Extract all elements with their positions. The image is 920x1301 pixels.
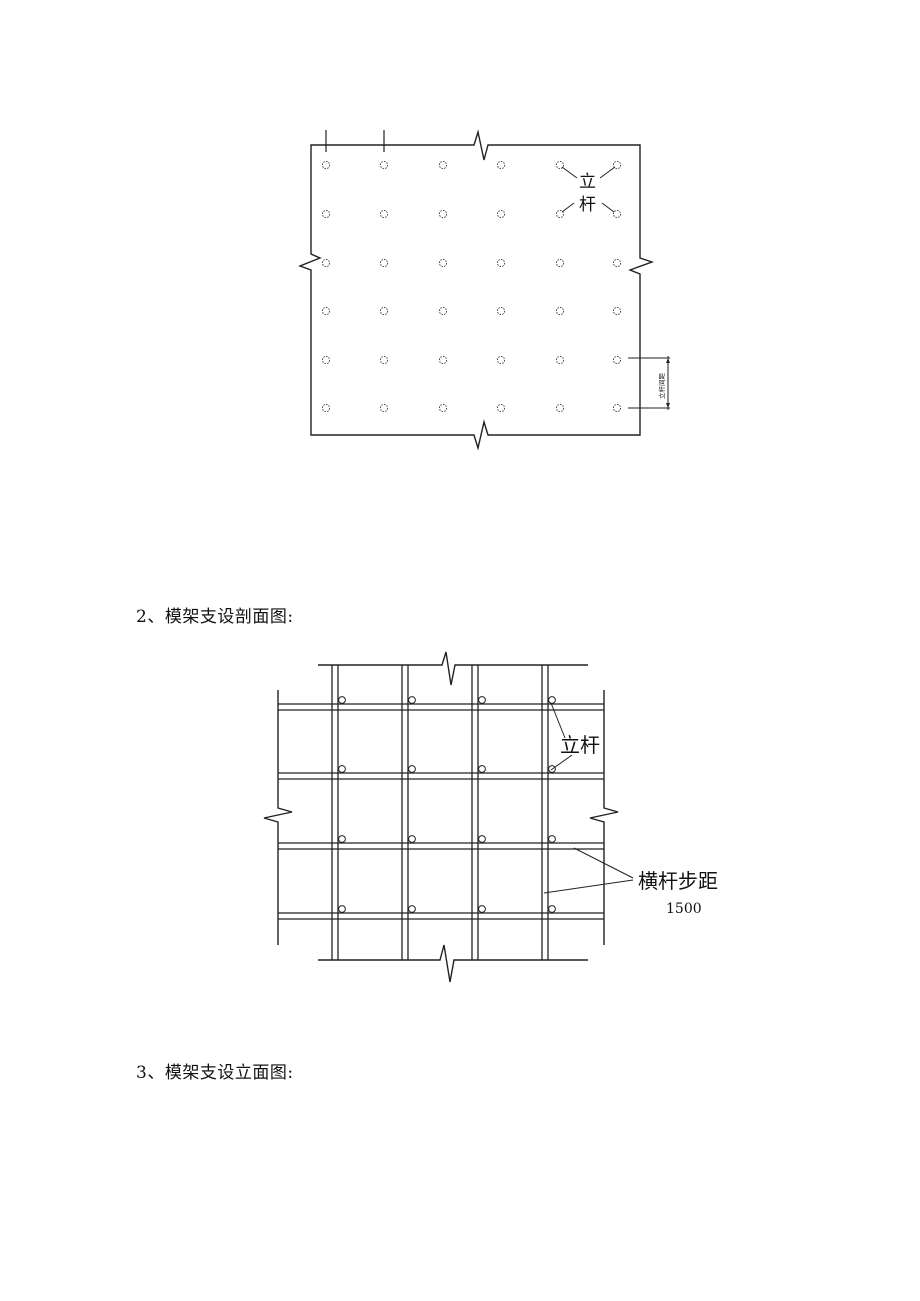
- coupler-icon: [338, 835, 346, 843]
- post-symbol-icon: [612, 355, 622, 365]
- post-symbol-icon: [438, 160, 448, 170]
- section-post-label: 立杆: [560, 733, 600, 757]
- coupler-icon: [478, 905, 486, 913]
- post-symbol-icon: [555, 403, 565, 413]
- section-view-drawing: 立杆 横杆步距 1500: [263, 651, 718, 983]
- post-symbol-icon: [321, 160, 331, 170]
- coupler-icon: [408, 905, 416, 913]
- post-symbol-icon: [496, 355, 506, 365]
- post-symbol-icon: [612, 160, 622, 170]
- coupler-icon: [408, 696, 416, 704]
- post-symbol-icon: [438, 209, 448, 219]
- post-symbol-icon: [555, 306, 565, 316]
- post-symbol-icon: [496, 403, 506, 413]
- coupler-icon: [548, 835, 556, 843]
- post-symbol-icon: [379, 258, 389, 268]
- post-symbol-icon: [379, 209, 389, 219]
- post-symbol-icon: [379, 160, 389, 170]
- coupler-icon: [478, 835, 486, 843]
- post-symbol-icon: [379, 306, 389, 316]
- post-symbol-icon: [496, 160, 506, 170]
- section-heading-3: 3、模架支设立面图:: [136, 1063, 294, 1083]
- coupler-icon: [338, 765, 346, 773]
- post-symbol-icon: [438, 258, 448, 268]
- section-heading-2: 2、模架支设剖面图:: [136, 607, 294, 627]
- post-symbol-icon: [496, 306, 506, 316]
- post-symbol-icon: [496, 258, 506, 268]
- section-step-label: 横杆步距: [638, 869, 718, 893]
- post-symbol-icon: [555, 209, 565, 219]
- post-symbol-icon: [612, 258, 622, 268]
- post-symbol-icon: [321, 306, 331, 316]
- coupler-icon: [408, 765, 416, 773]
- post-symbol-icon: [555, 258, 565, 268]
- coupler-icon: [408, 835, 416, 843]
- plan-post-label-line2: 杆: [579, 195, 596, 215]
- plan-dimension-label: 立杆间距: [657, 373, 666, 400]
- post-symbol-icon: [321, 403, 331, 413]
- post-symbol-icon: [438, 355, 448, 365]
- section-step-value: 1500: [666, 901, 702, 917]
- coupler-icon: [478, 765, 486, 773]
- post-symbol-icon: [438, 306, 448, 316]
- plan-post-label-line1: 立: [579, 172, 596, 192]
- coupler-icon: [548, 905, 556, 913]
- post-symbol-icon: [438, 403, 448, 413]
- post-symbol-icon: [612, 403, 622, 413]
- coupler-icon: [338, 696, 346, 704]
- post-symbol-icon: [612, 209, 622, 219]
- plan-view-drawing: 立 杆 立杆间距: [298, 129, 670, 451]
- post-symbol-icon: [321, 355, 331, 365]
- coupler-icon: [548, 696, 556, 704]
- post-symbol-icon: [612, 306, 622, 316]
- post-symbol-icon: [379, 355, 389, 365]
- coupler-icon: [338, 905, 346, 913]
- post-symbol-icon: [555, 160, 565, 170]
- coupler-icon: [548, 765, 556, 773]
- post-symbol-icon: [555, 355, 565, 365]
- post-symbol-icon: [496, 209, 506, 219]
- post-symbol-icon: [379, 403, 389, 413]
- post-symbol-icon: [321, 258, 331, 268]
- post-symbol-icon: [321, 209, 331, 219]
- coupler-icon: [478, 696, 486, 704]
